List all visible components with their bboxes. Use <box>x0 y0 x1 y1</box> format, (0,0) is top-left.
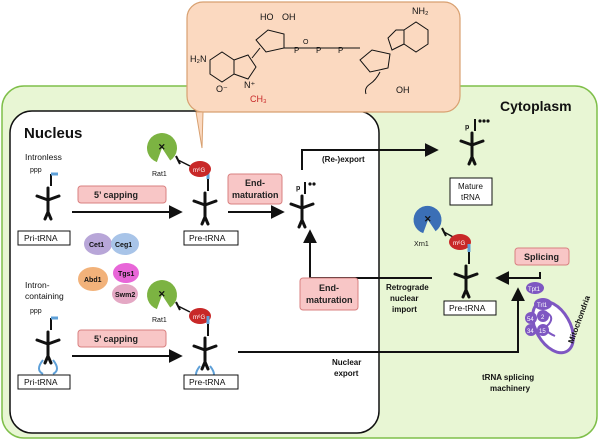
svg-text:m⁶G: m⁶G <box>193 314 205 321</box>
pre-trna-cyto-glyph <box>453 244 479 299</box>
rat1-bottom-label: Rat1 <box>152 317 167 324</box>
svg-text:Tgs1: Tgs1 <box>118 271 134 278</box>
retrograde-label-2: nuclear <box>390 294 418 303</box>
svg-text:maturation: maturation <box>232 190 279 200</box>
pri-trna-top-box <box>17 230 71 246</box>
svg-text:Cet1: Cet1 <box>89 242 104 249</box>
ppp-label-top: ppp <box>30 167 42 174</box>
phosphate-1-label: P <box>294 46 299 55</box>
pri-trna-bottom-glyph <box>35 316 61 375</box>
svg-text:5’ capping: 5’ capping <box>94 334 138 344</box>
retrograde-label-3: import <box>392 305 417 314</box>
svg-text:34: 34 <box>527 329 534 335</box>
abd1-protein: Abd1 <box>78 267 108 291</box>
sen-complex: 54 2 34 15 <box>525 310 549 336</box>
oh-label-2: OH <box>396 85 410 95</box>
n-plus-label: N⁺ <box>244 80 255 90</box>
p-label-matured: p <box>296 185 300 192</box>
svg-text:✕: ✕ <box>158 142 166 152</box>
svg-text:2: 2 <box>541 315 545 321</box>
xrn1-pacman: ✕ Xrn1 <box>413 205 442 248</box>
ppp-label-bottom: ppp <box>30 308 42 315</box>
pre-trna-cyto-box <box>443 300 497 316</box>
pre-trna-bottom-box <box>183 374 239 390</box>
svg-text:Splicing: Splicing <box>524 252 559 262</box>
intron-containing-label-2: containing <box>25 291 64 301</box>
o-minus-label: O⁻ <box>216 84 228 94</box>
ceg1-protein: Ceg1 <box>111 233 139 255</box>
ch3-label: CH₃ <box>250 94 267 104</box>
nuclear-export-label-1: Nuclear <box>332 358 361 367</box>
intronless-label: Intronless <box>25 152 62 162</box>
splicing-machinery-label-1: tRNA splicing <box>482 373 534 382</box>
intron-containing-label-1: Intron- <box>25 280 50 290</box>
pre-trna-top-label: Pre-tRNA <box>189 233 226 243</box>
trl1-protein: Trl1 <box>534 298 552 310</box>
tpt1-protein: Tpt1 <box>526 282 544 294</box>
svg-text:End-: End- <box>245 178 265 188</box>
capping-top-pill: 5’ capping <box>77 185 167 204</box>
pri-trna-bottom-label: Pri-tRNA <box>24 377 58 387</box>
oh-label: OH <box>282 12 296 22</box>
xrn1-label: Xrn1 <box>414 241 429 248</box>
arrow-nuclear-export <box>238 287 525 353</box>
rat1-top-label: Rat1 <box>152 171 167 178</box>
svg-text:15: 15 <box>539 329 546 335</box>
svg-text:m⁶G: m⁶G <box>453 240 465 247</box>
rat1-top-pacman: ✕ Rat1 <box>147 133 177 178</box>
cet1-protein: Cet1 <box>84 233 112 255</box>
ho-label: HO <box>260 12 274 22</box>
cap-structure-callout: HO OH NH₂ H₂N O⁻ N⁺ CH₃ P P P O OH <box>186 1 461 149</box>
mature-trna-glyph <box>459 117 490 166</box>
tgs1-protein: Tgs1 <box>113 263 139 283</box>
svg-text:m⁶G: m⁶G <box>193 167 205 174</box>
svg-text:54: 54 <box>527 317 534 323</box>
m6g-cap-bottom: m⁶G <box>189 308 211 324</box>
m6g-cap-cyto: m⁶G <box>449 234 471 250</box>
h2n-label: H₂N <box>190 54 207 64</box>
nuclear-export-label-2: export <box>334 369 359 378</box>
svg-text:Trl1: Trl1 <box>537 303 548 309</box>
m6g-cap-top: m⁶G <box>189 161 211 177</box>
mature-trna-label-2: tRNA <box>461 193 481 202</box>
pri-trna-bottom-box <box>17 374 71 390</box>
svg-text:Tpt1: Tpt1 <box>528 287 541 293</box>
splicing-pill: Splicing <box>514 247 570 266</box>
svg-text:✕: ✕ <box>424 214 432 224</box>
p-label-mature: p <box>465 124 469 131</box>
rat1-bottom-pacman: ✕ Rat1 <box>147 280 177 324</box>
svg-text:Ceg1: Ceg1 <box>115 242 132 249</box>
pre-trna-cyto-label: Pre-tRNA <box>449 303 486 313</box>
nucleus-label: Nucleus <box>24 125 82 142</box>
matured-trna-glyph <box>289 180 316 229</box>
end-maturation-top-pill: End- maturation <box>227 173 283 205</box>
retrograde-label-1: Retrograde <box>386 283 429 292</box>
end-maturation-bottom-pill: End- maturation <box>299 277 359 311</box>
svg-text:5’ capping: 5’ capping <box>94 190 138 200</box>
svg-text:Swm2: Swm2 <box>115 292 135 299</box>
svg-text:✕: ✕ <box>158 289 166 299</box>
arrow-reexport <box>301 143 439 170</box>
pre-trna-top-box <box>183 230 239 246</box>
svg-text:maturation: maturation <box>306 295 353 305</box>
pri-trna-top-glyph <box>35 172 61 221</box>
svg-text:End-: End- <box>319 283 339 293</box>
mature-trna-label-1: Mature <box>458 182 483 191</box>
mature-trna-box <box>449 177 493 206</box>
oxygen-label: O <box>303 39 309 46</box>
phosphate-3-label: P <box>338 46 343 55</box>
pri-trna-top-label: Pri-tRNA <box>24 233 58 243</box>
reexport-label: (Re-)export <box>322 155 365 164</box>
pre-trna-bottom-label: Pre-tRNA <box>189 377 226 387</box>
swm2-protein: Swm2 <box>112 284 138 304</box>
svg-text:Abd1: Abd1 <box>84 277 102 284</box>
phosphate-2-label: P <box>316 46 321 55</box>
inhibit-rat1-top <box>177 159 191 167</box>
cytoplasm-label: Cytoplasm <box>500 98 572 114</box>
nh2-label: NH₂ <box>412 6 429 16</box>
arrow-splicing <box>495 271 541 285</box>
capping-bottom-pill: 5’ capping <box>77 329 167 348</box>
splicing-machinery-label-2: machinery <box>490 384 531 393</box>
